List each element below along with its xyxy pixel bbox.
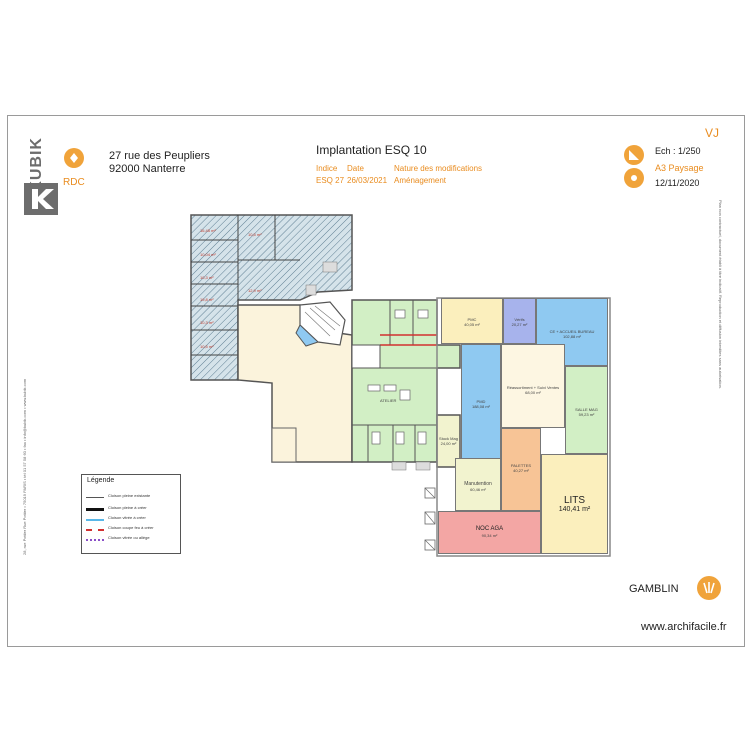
room-pmc: PMC 40,05 m² [441, 298, 503, 344]
legend-item: Cloison pleine existante [86, 493, 178, 501]
legend-item: Cloison vitrée ou allège [86, 535, 178, 543]
room-lits: LITS 140,41 m² [541, 454, 608, 554]
scale-icon [624, 145, 644, 165]
address-line1: 27 rue des Peupliers [109, 150, 210, 162]
col-nature: Nature des modifications [394, 164, 483, 173]
disclaimer-text: Plan non contractuel, document établi à … [718, 200, 723, 389]
hatched-room-area: 10,5 m² [248, 232, 262, 237]
plan-title: Implantation ESQ 10 [316, 143, 427, 157]
row-indice: ESQ 27 [316, 176, 345, 185]
atelier-label: ATELIER [380, 398, 397, 403]
room-noc-aga: NOC AGA 90,34 m² [438, 511, 541, 554]
initials: VJ [705, 126, 720, 140]
room-verifs: Vérifs 20,27 m² [503, 298, 536, 344]
location-icon [64, 148, 84, 168]
hatched-room-area: 10,5 m² [200, 344, 214, 349]
hatched-room-area: 10,3 m² [200, 320, 214, 325]
room-manutention: Manutention 60,46 m² [455, 458, 501, 511]
hatched-room-area: 12,9 m² [248, 288, 262, 293]
legend-title: Légende [87, 477, 115, 484]
legend-item: Cloison coupe feu à créer [86, 525, 178, 533]
kubik-logo: KUBIK [24, 135, 58, 215]
client-logo-icon [697, 576, 721, 600]
col-indice: Indice [316, 164, 338, 173]
hatched-room-area: 10,3 m² [200, 275, 214, 280]
row-date: 26/03/2021 [347, 176, 388, 185]
row-nature: Aménagement [394, 176, 447, 185]
hatched-room-area: 16,45 m² [200, 228, 216, 233]
watermark: www.archifacile.fr [641, 621, 727, 633]
logo-mark-icon [32, 189, 54, 209]
room-salle-mag: SALLE MAG 59,23 m² [565, 366, 608, 454]
legend-item: Cloison vitrée à créer [86, 515, 178, 523]
address-line2: 92000 Nanterre [109, 163, 186, 175]
legend-item: Cloison pleine à créer [86, 505, 178, 513]
room-palettes: PALETTES 40,27 m² [501, 428, 541, 511]
room-reassort: Réassortiment + Suivi Ventes 68,00 m² [501, 344, 565, 428]
stock-mag-label: Stock Mag [439, 436, 458, 441]
client-name: GAMBLIN [629, 583, 679, 595]
scale-label: Ech : 1/250 [655, 146, 701, 156]
col-date: Date [347, 164, 364, 173]
legend: Légende Cloison pleine existante Cloison… [81, 474, 181, 554]
room-pmd: PMD 188,08 m² [461, 344, 501, 462]
stock-mag-area: 24,00 m² [440, 441, 457, 446]
hatched-office-block [190, 214, 353, 381]
format-label: A3 Paysage [655, 163, 704, 173]
hatched-room-area: 10,04 m² [200, 252, 216, 257]
date-label: 12/11/2020 [655, 178, 700, 188]
format-icon [624, 168, 644, 188]
level-label: RDC [63, 177, 85, 188]
hatched-room-area: 19,8 m² [200, 297, 214, 302]
